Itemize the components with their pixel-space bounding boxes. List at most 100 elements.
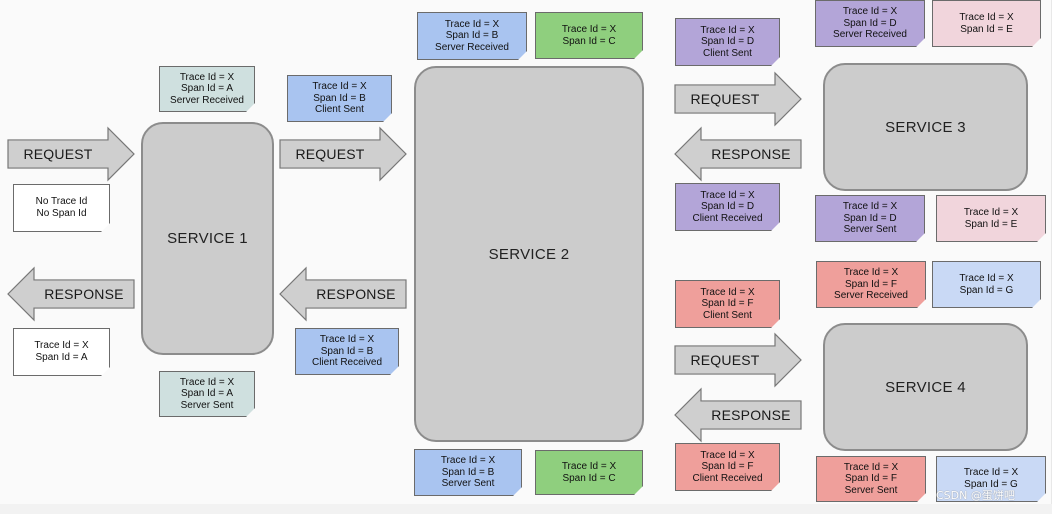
- request-arrow-s2-s3: REQUEST: [674, 71, 802, 127]
- note-response-out: Trace Id = X Span Id = A: [13, 328, 110, 376]
- note-line: Client Received: [692, 212, 763, 224]
- note-line: Trace Id = X: [561, 23, 617, 35]
- note-line: Trace Id = X: [700, 286, 755, 298]
- service-2-label: SERVICE 2: [488, 245, 570, 263]
- watermark: CSDN @蛋饼吧: [936, 489, 1015, 502]
- note-line: Span Id = D: [843, 212, 897, 224]
- request-arrow-in: REQUEST: [7, 126, 135, 182]
- note-line: Span Id = E: [960, 23, 1013, 35]
- note-line: Span Id = B: [441, 466, 495, 478]
- note-e-bottom: Trace Id = X Span Id = E: [936, 195, 1046, 242]
- note-line: Trace Id = X: [843, 461, 899, 473]
- service-3-label: SERVICE 3: [885, 118, 966, 136]
- note-line: Span Id = B: [320, 345, 374, 357]
- note-line: Trace Id = X: [319, 334, 375, 346]
- request-arrow-s2-s4-label: REQUEST: [690, 352, 760, 368]
- note-f-server-received: Trace Id = X Span Id = F Server Received: [816, 261, 926, 308]
- note-g-bottom: Trace Id = X Span Id = G: [936, 456, 1046, 502]
- note-line: Server Sent: [844, 484, 898, 496]
- note-line: Trace Id = X: [700, 449, 755, 461]
- note-line: Trace Id = X: [561, 460, 617, 472]
- note-line: Span Id = G: [964, 479, 1018, 490]
- note-line: Span Id = F: [701, 461, 754, 473]
- note-line: Trace Id = X: [179, 376, 235, 388]
- arrow-shape: [279, 266, 407, 322]
- note-line: Span Id = C: [562, 35, 616, 47]
- note-line: Trace Id = X: [959, 272, 1014, 284]
- arrow-shape: [279, 126, 407, 182]
- note-line: Trace Id = X: [34, 340, 89, 352]
- note-d-client-received: Trace Id = X Span Id = D Client Received: [675, 183, 780, 231]
- note-line: Server Sent: [441, 478, 495, 490]
- note-line: Span Id = D: [843, 17, 897, 29]
- note-line: Span Id = G: [959, 284, 1014, 296]
- note-line: Client Sent: [703, 309, 752, 321]
- arrow-shape: [674, 126, 802, 182]
- note-line: No Trace Id: [35, 196, 88, 208]
- note-line: Trace Id = X: [312, 81, 367, 93]
- note-line: Span Id = F: [845, 278, 897, 290]
- arrow-shape: [674, 387, 802, 443]
- note-line: Server Received: [435, 41, 509, 53]
- note-b-server-received: Trace Id = X Span Id = B Server Received: [417, 12, 527, 60]
- note-line: Server Sent: [843, 224, 897, 236]
- note-e-top: Trace Id = X Span Id = E: [932, 0, 1041, 47]
- bottom-strip: [0, 504, 1052, 514]
- note-line: Trace Id = X: [440, 455, 496, 467]
- note-line: Client Received: [692, 472, 763, 484]
- note-line: Trace Id = X: [179, 71, 235, 83]
- note-line: Server Received: [834, 290, 908, 302]
- note-line: Span Id = A: [181, 388, 233, 400]
- note-d-server-received: Trace Id = X Span Id = D Server Received: [815, 0, 925, 47]
- arrow-shape: [7, 126, 135, 182]
- service-1-box: SERVICE 1: [141, 122, 274, 355]
- note-line: Span Id = F: [845, 473, 897, 485]
- request-arrow-s2-s4: REQUEST: [674, 332, 802, 388]
- arrow-shape: [674, 71, 802, 127]
- note-b-client-received: Trace Id = X Span Id = B Client Received: [295, 328, 399, 375]
- response-arrow-s2-s1: RESPONSE: [279, 266, 407, 322]
- note-line: Span Id = A: [35, 352, 88, 363]
- note-line: Span Id = C: [562, 472, 616, 484]
- response-arrow-out: RESPONSE: [7, 266, 135, 322]
- note-line: Span Id = D: [700, 36, 755, 48]
- note-line: Trace Id = X: [700, 189, 755, 201]
- response-arrow-s2-s1-label: RESPONSE: [316, 286, 396, 302]
- note-line: Span Id = F: [701, 298, 754, 310]
- request-arrow-s2-s3-label: REQUEST: [690, 91, 760, 107]
- note-line: Client Sent: [315, 104, 364, 116]
- note-line: Trace Id = X: [700, 24, 755, 36]
- note-c-top: Trace Id = X Span Id = C: [535, 12, 643, 59]
- note-line: Span Id = D: [700, 201, 755, 213]
- note-g-top: Trace Id = X Span Id = G: [932, 261, 1041, 308]
- note-d-client-sent: Trace Id = X Span Id = D Client Sent: [675, 18, 780, 66]
- note-line: Span Id = A: [181, 83, 233, 95]
- arrow-shape: [7, 266, 135, 322]
- request-arrow-s1-s2: REQUEST: [279, 126, 407, 182]
- note-line: Client Sent: [703, 47, 752, 59]
- service-4-box: SERVICE 4: [823, 323, 1028, 451]
- note-line: Server Received: [170, 94, 244, 106]
- note-line: Trace Id = X: [842, 6, 898, 18]
- arrow-shape: [674, 332, 802, 388]
- note-line: Span Id = E: [964, 218, 1018, 230]
- response-arrow-s4-s2-label: RESPONSE: [711, 407, 791, 423]
- note-line: Trace Id = X: [842, 201, 898, 213]
- note-line: Trace Id = X: [963, 467, 1019, 479]
- note-c-bottom: Trace Id = X Span Id = C: [535, 450, 643, 495]
- note-line: Span Id = B: [445, 30, 499, 42]
- note-d-server-sent: Trace Id = X Span Id = D Server Sent: [815, 195, 925, 242]
- request-arrow-in-label: REQUEST: [23, 146, 93, 162]
- note-line: Client Received: [311, 357, 383, 369]
- note-s1-server-received: Trace Id = X Span Id = A Server Received: [159, 66, 255, 112]
- note-f-client-sent: Trace Id = X Span Id = F Client Sent: [675, 280, 780, 328]
- response-arrow-s4-s2: RESPONSE: [674, 387, 802, 443]
- note-line: Trace Id = X: [843, 267, 899, 279]
- note-f-client-received: Trace Id = X Span Id = F Client Received: [675, 443, 780, 491]
- note-line: Server Sent: [180, 399, 234, 411]
- service-2-box: SERVICE 2: [414, 66, 644, 442]
- note-b-client-sent: Trace Id = X Span Id = B Client Sent: [287, 75, 392, 122]
- note-line: Trace Id = X: [444, 18, 500, 30]
- request-arrow-s1-s2-label: REQUEST: [295, 146, 365, 162]
- service-1-label: SERVICE 1: [167, 230, 248, 247]
